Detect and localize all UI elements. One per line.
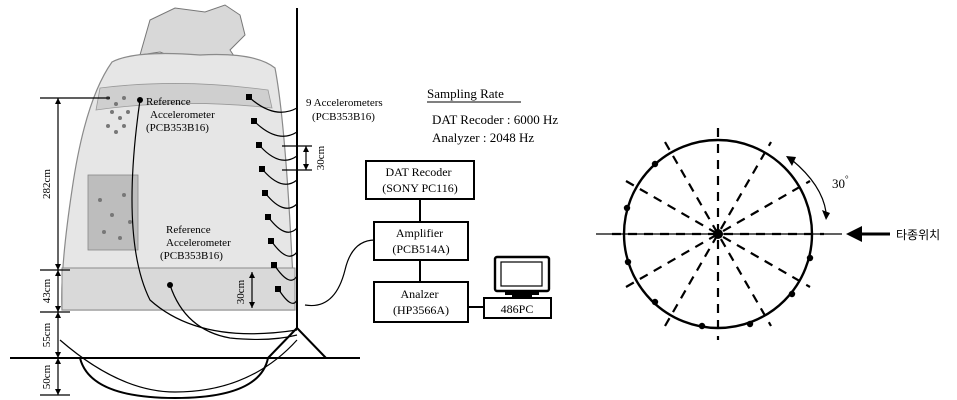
analyzer-box bbox=[373, 281, 469, 323]
bell-relief-panel bbox=[87, 174, 139, 251]
dimension-282: 282cm bbox=[41, 169, 53, 199]
angle-label: 30° bbox=[832, 174, 849, 191]
spacing-label: 30cm bbox=[315, 145, 327, 170]
strike-arrow-icon bbox=[846, 226, 890, 242]
equipment-chain: DAT Recoder (SONY PC116) Amplifier (PCB5… bbox=[365, 160, 552, 323]
accelerometer-5 bbox=[262, 190, 268, 196]
reference-accelerometer-bottom-dot bbox=[167, 282, 173, 288]
amplifier-label: Amplifier (PCB514A) bbox=[392, 226, 449, 256]
reference-accelerometer-top-dot bbox=[137, 97, 143, 103]
sampling-analyzer: Analyzer : 2048 Hz bbox=[432, 130, 534, 145]
spacing-marker bbox=[282, 145, 312, 171]
dimension-line bbox=[40, 97, 110, 396]
accelerometer-markers bbox=[246, 94, 281, 292]
measurement-points bbox=[623, 160, 814, 330]
reference-accelerometer-bottom-label: Reference Accelerometer (PCB353B16) bbox=[160, 224, 233, 262]
pc-label: 486PC bbox=[501, 302, 534, 316]
dat-recorder-label: DAT Recoder (SONY PC116) bbox=[382, 165, 457, 195]
cable-to-amplifier bbox=[304, 239, 376, 307]
accelerometer-cables bbox=[249, 97, 298, 304]
reference-cable-top bbox=[131, 99, 298, 335]
dimension-50: 50cm bbox=[41, 364, 53, 389]
dimension-55: 55cm bbox=[41, 322, 53, 347]
reference-cable-bottom bbox=[169, 284, 298, 341]
accelerometer-6 bbox=[265, 214, 271, 220]
accelerometer-9 bbox=[275, 286, 281, 292]
spacing-label-bottom: 30cm bbox=[235, 279, 247, 304]
pit-outline bbox=[79, 357, 269, 400]
plan-view: 30° 타종위치 bbox=[596, 128, 940, 340]
strike-position-label: 타종위치 bbox=[896, 228, 940, 242]
accelerometer-8 bbox=[271, 262, 277, 268]
computer-monitor-icon bbox=[493, 255, 551, 298]
nine-accelerometers-label: 9 Accelerometers (PCB353B16) bbox=[306, 97, 385, 123]
accelerometer-4 bbox=[259, 166, 265, 172]
accelerometer-7 bbox=[268, 238, 274, 244]
bell-plan-circle bbox=[622, 138, 814, 330]
reference-cables bbox=[59, 99, 376, 393]
accelerometer-2 bbox=[251, 118, 257, 124]
dimension-43: 43cm bbox=[41, 278, 53, 303]
sensor-stand bbox=[267, 8, 327, 359]
accelerometer-1 bbox=[246, 94, 252, 100]
accelerometer-3 bbox=[256, 142, 262, 148]
angle-arc bbox=[791, 159, 827, 213]
spacing-marker-bottom bbox=[249, 272, 255, 308]
sampling-rate-title: Sampling Rate bbox=[427, 86, 504, 101]
analyzer-label: Analzer (HP3566A) bbox=[393, 287, 449, 317]
amplifier-box bbox=[373, 221, 469, 261]
bell-illustration bbox=[61, 4, 296, 311]
bell-center bbox=[713, 229, 723, 239]
sampling-rate-block: Sampling Rate DAT Recoder : 6000 Hz Anal… bbox=[427, 86, 558, 145]
sampling-dat: DAT Recoder : 6000 Hz bbox=[432, 112, 558, 127]
reference-accelerometer-top-label: Reference Accelerometer (PCB353B16) bbox=[146, 96, 217, 134]
